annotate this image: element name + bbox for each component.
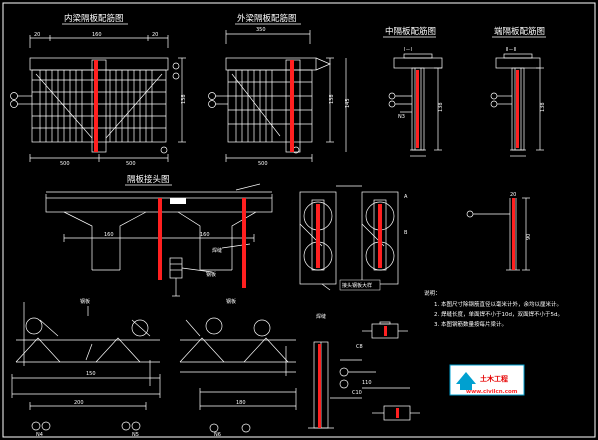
logo-name: 土木工程	[480, 374, 508, 383]
title-inner-beam: 内梁隔板配筋图	[64, 13, 124, 24]
joint-left-rebar-highlight	[158, 198, 162, 280]
bottom-left-details	[11, 302, 420, 433]
inner-beam-rebar-highlight	[94, 60, 98, 152]
dim-inner-bottom-right: 500	[126, 161, 136, 167]
detail-c10-label: C10	[352, 390, 362, 396]
section-iv-rebar	[396, 408, 399, 418]
mid-diaphragm-section	[388, 53, 443, 157]
end-diaphragm-section	[490, 53, 544, 157]
bar-detail-rebar	[512, 198, 515, 270]
mid-rebar-highlight	[416, 70, 419, 148]
notes-header: 说明：	[424, 289, 441, 297]
title-joint: 隔板接头图	[127, 174, 170, 185]
dim-outer-height: 138	[329, 94, 335, 104]
dim-outer-bottom: 500	[258, 161, 268, 167]
detail-weld-label: 焊缝	[316, 313, 326, 320]
joint-steel-plate	[170, 198, 186, 204]
dim-joint-right: 160	[200, 232, 210, 238]
notes-line-3: 3. 本图钢筋数量按每片梁计。	[434, 320, 507, 328]
joint-steel-plate-label: 钢板	[206, 271, 216, 278]
section-mid-label: Ⅰ－Ⅰ	[404, 47, 412, 53]
dim-end-height: 138	[540, 102, 546, 112]
bar-detail-drawing	[466, 197, 530, 271]
mid-label-n3: N3	[398, 114, 405, 120]
plate-left-rebar	[316, 204, 320, 268]
weld-column-rebar	[318, 344, 321, 428]
notes-line-2: 2. 焊缝长度，单面焊不小于10d，双面焊不小于5d。	[434, 310, 563, 318]
dim-inner-bottom-left: 500	[60, 161, 70, 167]
notes-line-1: 1. 本图尺寸除钢筋直径以毫米计外，余均以厘米计。	[434, 300, 562, 308]
detail-steel-plate-label-2: 钢板	[226, 298, 236, 305]
dim-outer-top: 350	[256, 27, 266, 33]
plate-detail-caption-box	[339, 279, 381, 291]
detail-steel-plate-label: 钢板	[80, 298, 90, 305]
title-mid-diaphragm: 中隔板配筋图	[385, 26, 436, 37]
plate-label-b: B	[404, 230, 408, 236]
dim-detail-mid-left: 150	[86, 371, 96, 377]
civilcn-logo[interactable]: 土木工程 www.civilcn.com	[449, 364, 525, 396]
section-end-label: Ⅱ－Ⅱ	[506, 47, 516, 53]
house-icon	[456, 372, 476, 384]
dim-joint-left: 160	[104, 232, 114, 238]
section-iii-rebar	[384, 326, 387, 336]
dim-inner-top: 160	[92, 32, 102, 38]
detail-n6-label: N6	[214, 432, 221, 438]
dim-detail-bottom-left: 200	[74, 400, 84, 406]
plate-right-rebar	[378, 204, 382, 268]
detail-n4-label: N4	[36, 432, 43, 438]
dim-bar-height: 90	[526, 234, 532, 240]
dim-inner-left: 20	[34, 32, 40, 38]
plate-label-a: A	[404, 194, 408, 200]
outer-beam-rebar-highlight	[290, 60, 294, 152]
dim-outer-height2: 145	[345, 98, 351, 108]
title-outer-beam: 外梁隔板配筋图	[237, 13, 297, 24]
dim-bar-top: 20	[510, 192, 516, 198]
plate-detail-caption: 接头钢板大样	[342, 282, 372, 289]
dim-detail-bottom-mid: 180	[236, 400, 246, 406]
dim-inner-height: 138	[181, 94, 187, 104]
dim-mid-height: 138	[438, 102, 444, 112]
logo-url: www.civilcn.com	[466, 389, 518, 395]
detail-n5-label: N5	[132, 432, 139, 438]
end-rebar-highlight	[516, 70, 519, 148]
joint-right-rebar-highlight	[242, 198, 246, 288]
title-end-diaphragm: 端隔板配筋图	[494, 26, 545, 37]
detail-c8-label: C8	[356, 344, 363, 350]
dim-inner-right: 20	[152, 32, 158, 38]
detail-110-label: 110	[362, 380, 372, 386]
joint-weld-label: 焊缝	[212, 247, 222, 254]
inner-beam-diaphragm-drawing	[10, 35, 186, 162]
